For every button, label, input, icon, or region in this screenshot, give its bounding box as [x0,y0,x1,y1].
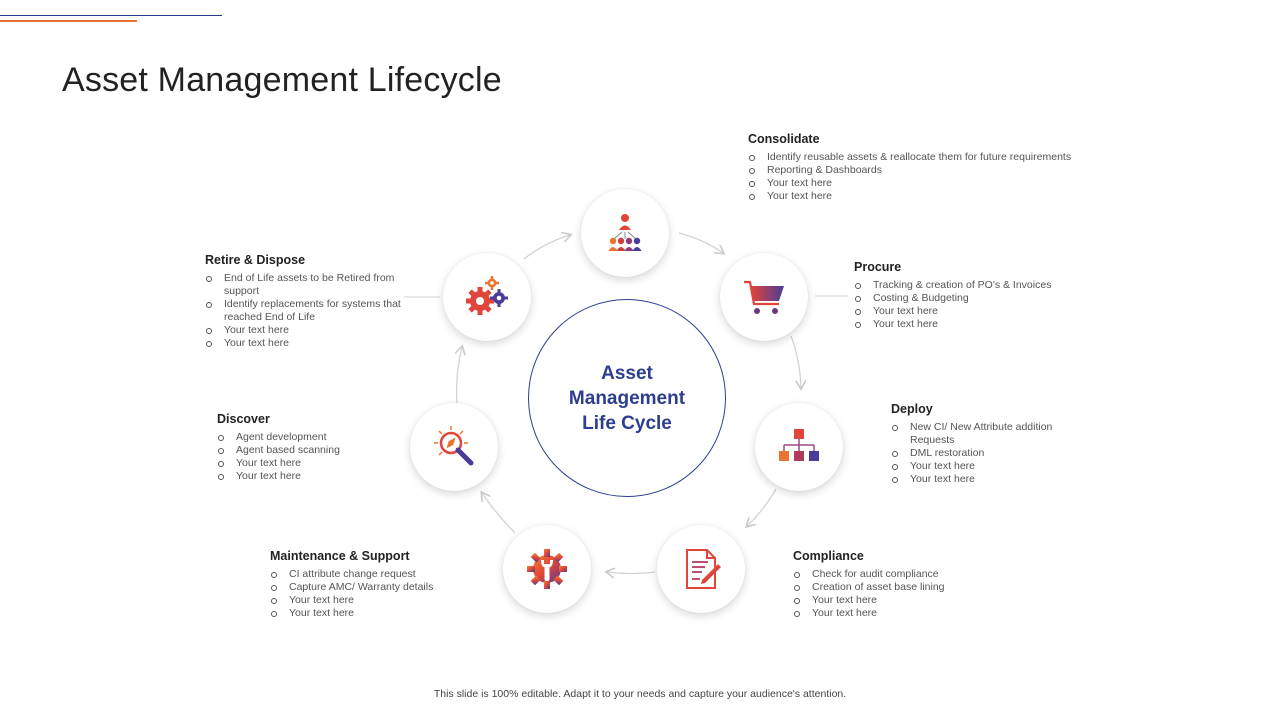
connector-retire-consolidate [523,235,570,260]
stage-title: Consolidate [748,132,820,146]
list-item: Agent based scanning [217,444,397,457]
list-item: Your text here [748,190,1078,203]
connector-discover-retire [457,347,462,406]
list-item: Tracking & creation of PO's & Invoices [854,279,1064,292]
gears-icon [466,276,508,315]
list-item: CI attribute change request [270,568,470,581]
center-title-line-1: Asset [601,362,653,384]
connector-maintenance-discover [482,493,516,534]
magnifier-compass-icon [434,426,474,466]
list-item: Identify replacements for systems that r… [205,298,427,324]
lifecycle-center-circle: Asset Management Life Cycle [528,299,726,497]
stage-block-procure: Procure Tracking & creation of PO's & In… [854,260,1064,331]
list-item: Costing & Budgeting [854,292,1064,305]
stage-items: Identify reusable assets & reallocate th… [748,151,1078,203]
stage-block-maintenance-support: Maintenance & Support CI attribute chang… [270,549,470,620]
list-item: Capture AMC/ Warranty details [270,581,470,594]
list-item: New CI/ New Attribute addition Requests [891,421,1059,447]
stage-block-deploy: Deploy New CI/ New Attribute addition Re… [891,402,1059,486]
list-item: Check for audit compliance [793,568,993,581]
center-title-line-3: Life Cycle [582,412,672,434]
list-item: Your text here [793,594,993,607]
stage-node-deploy[interactable] [755,403,843,491]
stage-title: Retire & Dispose [205,253,306,267]
stage-items: CI attribute change request Capture AMC/… [270,568,470,620]
header-accent-line-blue [0,15,222,16]
footer-note: This slide is 100% editable. Adapt it to… [433,688,847,700]
list-item: Your text here [270,607,470,620]
stage-node-discover[interactable] [410,403,498,491]
list-item: DML restoration [891,447,1059,460]
connector-deploy-compliance [747,488,777,526]
shopping-cart-icon [744,280,784,314]
stage-node-consolidate[interactable] [581,189,669,277]
list-item: Your text here [854,305,1064,318]
stage-node-retire-dispose[interactable] [443,253,531,341]
connector-compliance-maintenance [607,572,656,574]
stage-block-discover: Discover Agent development Agent based s… [217,412,397,483]
list-item: Your text here [748,177,1078,190]
stage-node-maintenance-support[interactable] [503,525,591,613]
list-item: Creation of asset base lining [793,581,993,594]
stage-node-procure[interactable] [720,253,808,341]
stage-items: Check for audit compliance Creation of a… [793,568,993,620]
stage-title: Procure [854,260,902,274]
stage-title: Maintenance & Support [270,549,410,563]
list-item: Your text here [854,318,1064,331]
list-item: Your text here [217,457,397,470]
stage-title: Deploy [891,402,933,416]
connector-consolidate-procure [678,232,723,253]
document-pen-icon [686,549,721,589]
page-title: Asset Management Lifecycle [62,60,502,99]
connector-procure-deploy [790,335,801,388]
list-item: Your text here [891,473,1059,486]
stage-block-compliance: Compliance Check for audit compliance Cr… [793,549,993,620]
list-item: Reporting & Dashboards [748,164,1078,177]
list-item: Identify reusable assets & reallocate th… [748,151,1078,164]
list-item: End of Life assets to be Retired from su… [205,272,427,298]
wrench-gear-icon [527,549,567,589]
list-item: Your text here [217,470,397,483]
list-item: Your text here [793,607,993,620]
list-item: Your text here [891,460,1059,473]
stage-block-retire-dispose: Retire & Dispose End of Life assets to b… [205,253,427,350]
stage-block-consolidate: Consolidate Identify reusable assets & r… [748,132,1078,203]
stage-node-compliance[interactable] [657,525,745,613]
stage-items: Agent development Agent based scanning Y… [217,431,397,483]
list-item: Your text here [270,594,470,607]
center-title-line-2: Management [568,387,686,409]
stage-items: New CI/ New Attribute addition Requests … [891,421,1059,486]
team-hierarchy-icon [608,214,642,251]
stage-title: Discover [217,412,270,426]
stage-title: Compliance [793,549,864,563]
header-accent-line-orange [0,20,137,22]
list-item: Agent development [217,431,397,444]
list-item: Your text here [205,337,427,350]
stage-items: Tracking & creation of PO's & Invoices C… [854,279,1064,331]
org-chart-icon [779,429,819,461]
list-item: Your text here [205,324,427,337]
stage-items: End of Life assets to be Retired from su… [205,272,427,350]
